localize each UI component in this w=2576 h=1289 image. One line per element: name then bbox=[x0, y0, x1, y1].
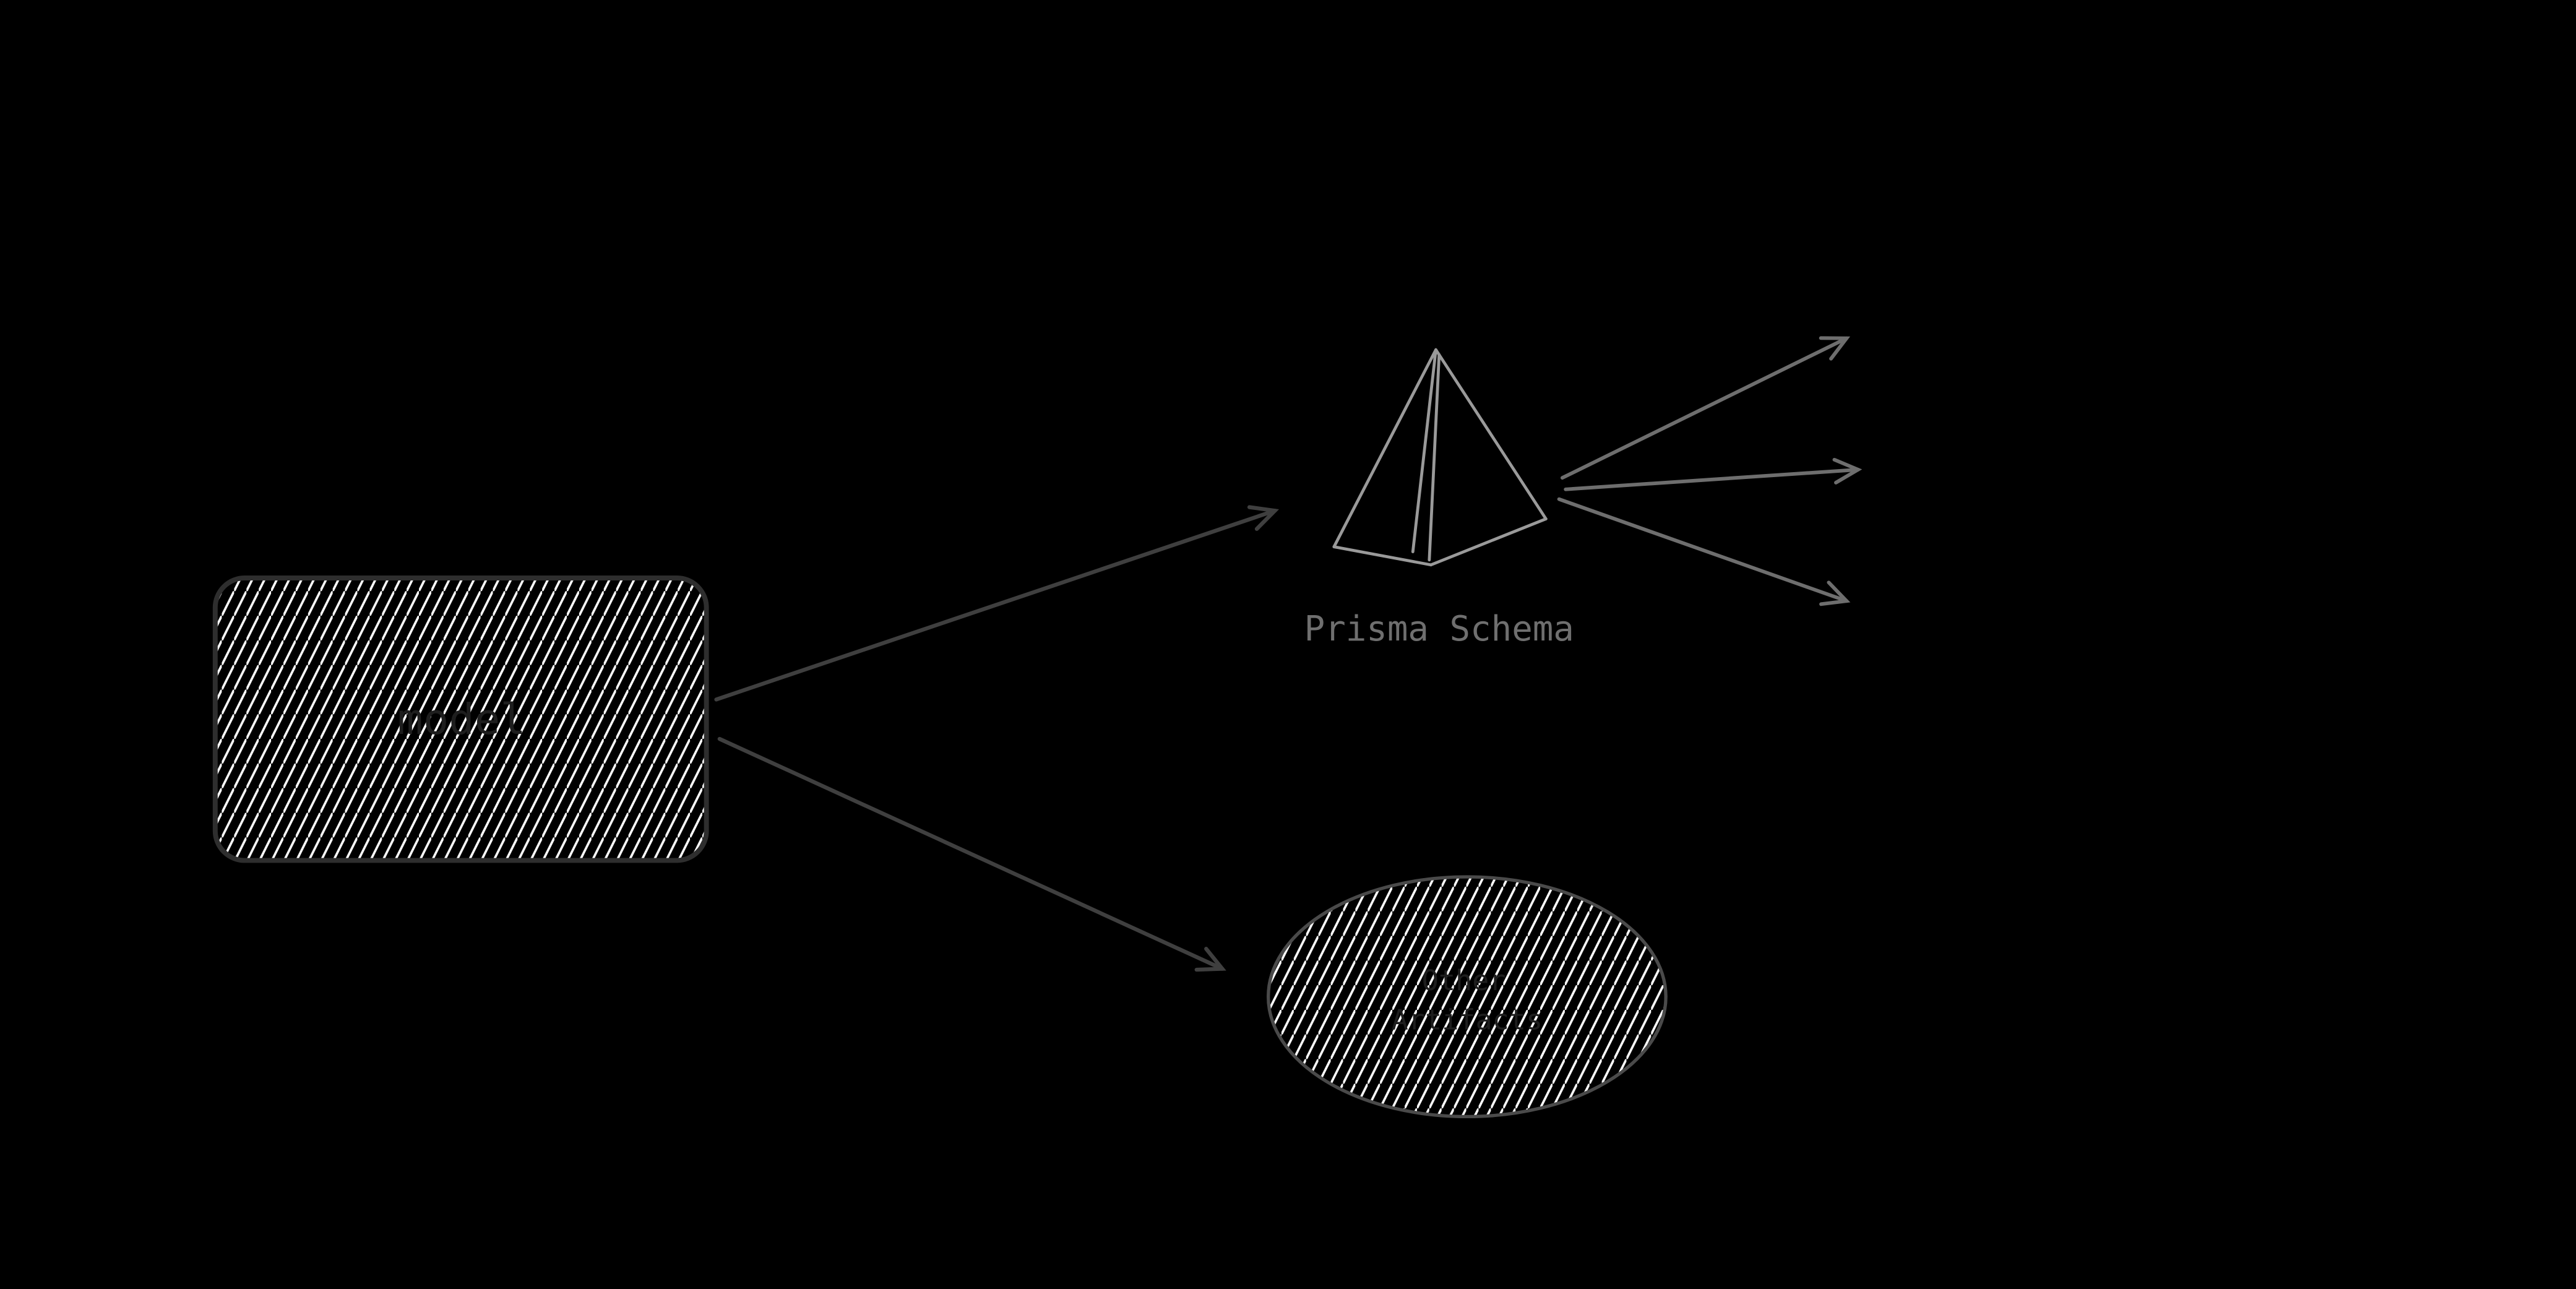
output-arrow-top bbox=[1560, 336, 1851, 480]
model-node: model bbox=[212, 576, 709, 863]
output-arrows bbox=[1557, 336, 1863, 606]
prism-node: Prisma Schema bbox=[1304, 348, 1574, 649]
model-box bbox=[212, 576, 709, 863]
model-label: model bbox=[397, 695, 526, 744]
artifacts-label-line1: Other bbox=[1422, 964, 1506, 997]
artifacts-label-line2: Artifacts bbox=[1392, 1004, 1543, 1037]
prism-label: Prisma Schema bbox=[1304, 609, 1574, 649]
output-arrow-middle bbox=[1564, 457, 1863, 491]
artifacts-ellipse bbox=[1266, 875, 1668, 1119]
artifacts-node: Other Artifacts bbox=[1266, 875, 1668, 1119]
prism-icon bbox=[1332, 348, 1548, 567]
arrow-model-to-artifacts bbox=[717, 736, 1226, 972]
arrow-model-to-schema bbox=[714, 505, 1280, 702]
output-arrow-bottom bbox=[1557, 497, 1851, 606]
